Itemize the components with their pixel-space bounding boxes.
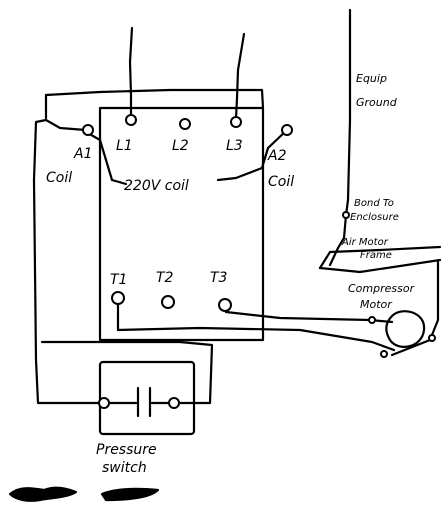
label-t3: T3 [210,270,227,286]
terminal-bond[interactable] [342,211,350,219]
label-t2: T2 [156,270,174,286]
label-t1: T1 [110,272,127,288]
scribble-mark-left [8,486,78,502]
terminal-pressure-right[interactable] [168,397,180,409]
control-wire-top [44,88,265,110]
label-air-motor: Air Motor [341,237,389,248]
label-l3: L3 [226,138,243,154]
label-ground: Ground [356,96,398,109]
label-switch: switch [102,460,147,476]
label-l2: L2 [172,138,189,154]
label-a2: A2 [267,148,287,164]
terminal-l2[interactable] [179,118,191,130]
motor-wire-t1 [116,303,396,352]
terminal-t2[interactable] [161,295,175,309]
terminal-t1[interactable] [111,291,125,305]
label-enclosure: Enclosure [350,212,399,223]
control-wire-a2 [216,128,289,182]
terminal-t3[interactable] [218,298,232,312]
control-wire-a1-coil [84,130,128,186]
scribble-mark-right [100,487,160,502]
label-motor: Motor [360,298,393,311]
compressor-motor-symbol [385,310,426,348]
supply-wire-l1 [128,26,134,120]
motor-frame-bond-wire [318,258,442,274]
terminal-a1[interactable] [82,124,94,136]
label-bond: Bond To [354,198,394,209]
air-motor-frame-wire [318,245,442,270]
motor-wire-t3 [224,310,394,324]
label-equip: Equip [356,72,387,85]
pressure-switch-box [98,360,196,436]
label-a1: A1 [73,146,92,162]
label-pressure: Pressure [96,442,157,458]
pressure-switch-wire [40,340,214,405]
label-coil-left: Coil [46,170,72,186]
terminal-motor-1[interactable] [368,316,376,324]
label-coil-right: Coil [268,174,294,190]
label-frame: Frame [360,250,392,261]
label-coil-center: 220V coil [124,178,189,194]
terminal-a2[interactable] [281,124,293,136]
terminal-l1[interactable] [125,114,137,126]
label-l1: L1 [116,138,133,154]
terminal-motor-3[interactable] [428,334,436,342]
equip-ground-wire [328,8,352,267]
terminal-l3[interactable] [230,116,242,128]
label-compressor: Compressor [348,282,416,295]
motor-ground-wire [390,260,440,357]
supply-wire-l3 [234,32,246,120]
terminal-pressure-left[interactable] [98,397,110,409]
control-wire-a1-outer [32,118,104,405]
terminal-motor-2[interactable] [380,350,388,358]
contactor-box [98,106,265,342]
